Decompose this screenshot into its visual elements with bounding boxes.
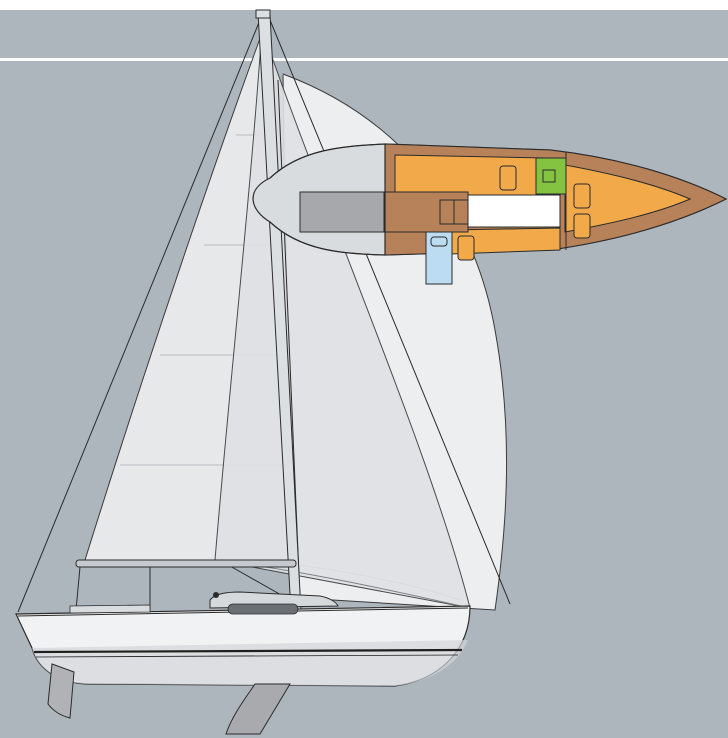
- cabin: [69, 591, 339, 615]
- hull: [15, 605, 471, 687]
- rudder: [47, 663, 75, 719]
- boom: [75, 559, 297, 611]
- deck-plan: [252, 143, 728, 285]
- top-band: [0, 0, 728, 10]
- horizon-line: [0, 58, 728, 61]
- keel: [225, 683, 291, 735]
